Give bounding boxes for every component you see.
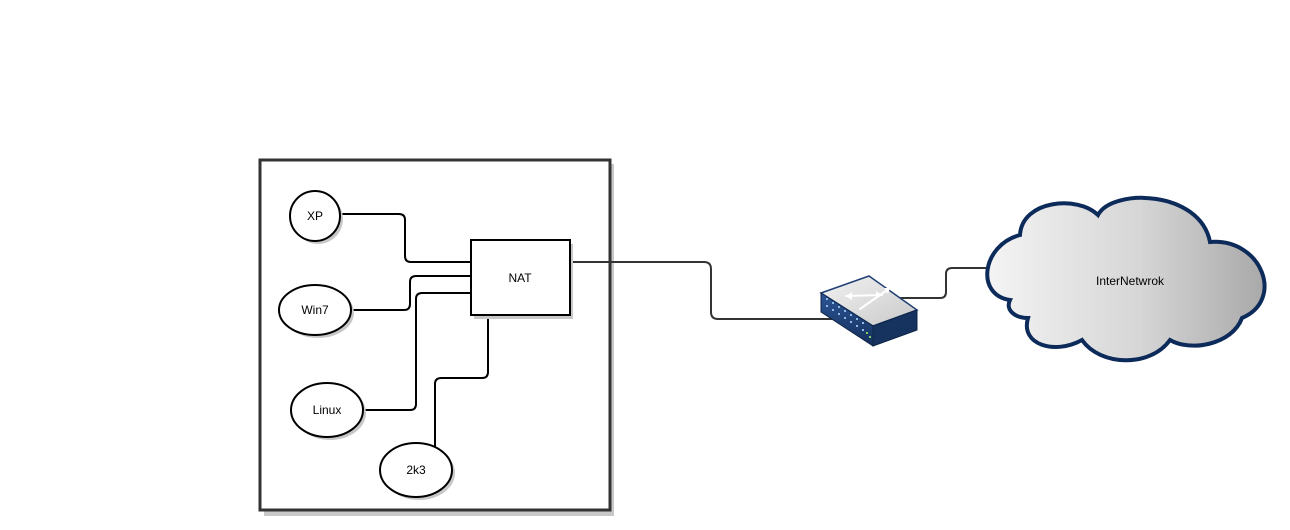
node-win7-label: Win7 bbox=[301, 303, 329, 317]
node-xp-label: XP bbox=[307, 209, 323, 223]
node-internetwork bbox=[985, 195, 1267, 363]
node-xp[interactable]: XP bbox=[289, 190, 343, 244]
node-linux[interactable]: Linux bbox=[290, 382, 366, 440]
node-linux-label: Linux bbox=[313, 403, 342, 417]
link-xp-nat bbox=[340, 213, 471, 263]
cloud-icon[interactable]: InterNetwrok bbox=[985, 195, 1267, 363]
link-linux-nat bbox=[364, 292, 471, 411]
node-2k3-label: 2k3 bbox=[406, 463, 426, 477]
node-nat-label: NAT bbox=[508, 271, 532, 285]
link-nat-switch bbox=[570, 261, 846, 320]
link-2k3-nat bbox=[434, 318, 489, 450]
node-2k3[interactable]: 2k3 bbox=[379, 442, 455, 500]
node-nat[interactable]: NAT bbox=[470, 239, 573, 319]
link-switch-cloud bbox=[899, 267, 994, 299]
network-switch-icon[interactable] bbox=[819, 275, 919, 347]
link-win7-nat bbox=[352, 275, 471, 311]
node-internetwork-label: InterNetwrok bbox=[1096, 274, 1165, 288]
node-win7[interactable]: Win7 bbox=[278, 284, 354, 338]
